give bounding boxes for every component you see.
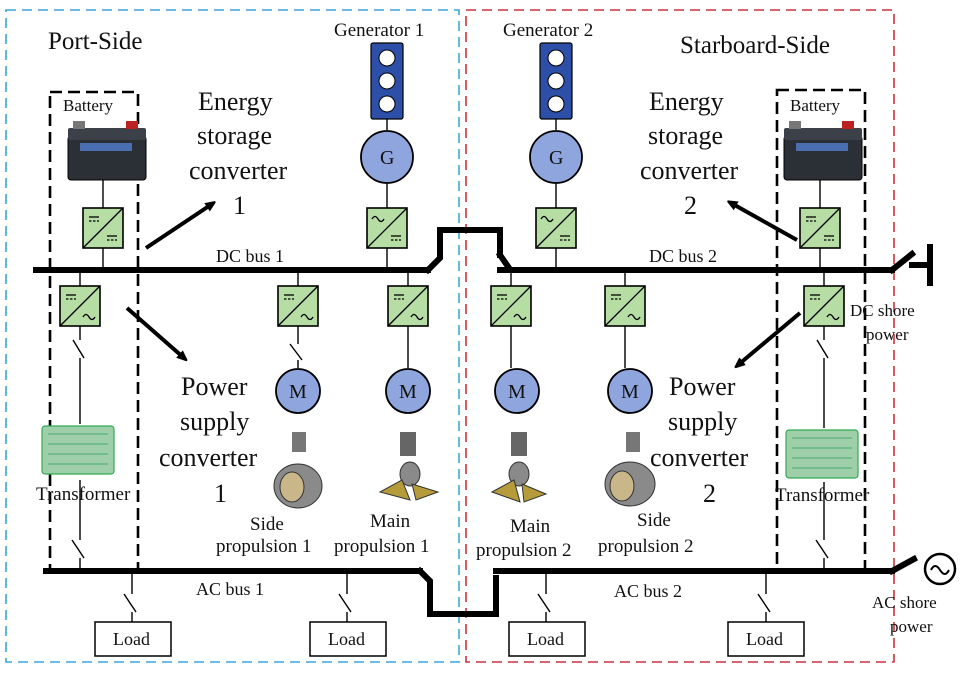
energy-storage-label-1: Energy storage converter 1: [189, 87, 288, 220]
side-propulsion-2-converter: [604, 285, 646, 327]
right-transformer-branch: [815, 326, 829, 570]
main-propulsion-1-converter: [387, 285, 429, 327]
generator-1-stack: [370, 42, 404, 120]
load-box-2: [309, 621, 387, 657]
left-battery-icon: [67, 121, 147, 181]
right-transformer-icon: [785, 429, 859, 479]
svg-text:supply: supply: [180, 407, 249, 436]
load-label-4: Load: [746, 629, 783, 649]
energy-storage-label-2: Energy storage converter 2: [640, 87, 739, 220]
generator-2-stack: [539, 42, 573, 120]
energy-storage-arrow-2: [731, 203, 798, 242]
svg-text:2: 2: [684, 191, 697, 220]
svg-text:supply: supply: [668, 407, 737, 436]
left-battery-group: [48, 90, 140, 572]
ac-bus-tie: [415, 566, 499, 617]
svg-text:storage: storage: [648, 121, 723, 150]
energy-storage-converter-1: [82, 207, 124, 249]
port-side-label: Port-Side: [48, 28, 142, 55]
svg-text:converter: converter: [650, 443, 749, 472]
svg-text:Energy: Energy: [649, 87, 724, 116]
load-label-1: Load: [113, 629, 150, 649]
port-side-border: [5, 9, 460, 663]
power-supply-converter-2: [803, 285, 845, 327]
power-supply-label-2: Power supply converter 2: [650, 372, 749, 508]
main-propulsion-2-label-2: propulsion 2: [476, 540, 572, 561]
motor-symbol: M: [289, 381, 307, 403]
generator-1-symbol: G: [380, 147, 394, 169]
load-box-1: [94, 621, 172, 657]
ac-bus-2-label: AC bus 2: [614, 581, 682, 601]
load-label-3: Load: [527, 629, 564, 649]
main-propulsion-1-label-2: propulsion 1: [334, 536, 430, 557]
main-propulsion-1-motor: [385, 368, 431, 414]
left-battery-label: Battery: [63, 96, 114, 115]
load-label-2: Load: [328, 629, 365, 649]
ac-shore-label-1: AC shore: [872, 593, 937, 612]
svg-text:1: 1: [214, 479, 227, 508]
power-supply-label-1: Power supply converter 1: [159, 372, 258, 508]
power-supply-arrow-2: [738, 311, 802, 365]
svg-text:converter: converter: [159, 443, 258, 472]
motor-symbol: M: [399, 381, 417, 403]
left-transformer-branch: [71, 326, 85, 570]
side-thruster-2-icon: [604, 432, 656, 507]
side-propulsion-2-label-1: Side: [637, 510, 671, 531]
generator-1-converter: [366, 207, 408, 249]
main-propulsion-2-motor: [494, 368, 540, 414]
side-propulsion-2-label-2: propulsion 2: [598, 536, 694, 557]
right-battery-label: Battery: [790, 96, 841, 115]
dc-shore-label-2: power: [866, 325, 909, 344]
load-branches: [123, 571, 771, 622]
starboard-side-border: [465, 9, 895, 663]
svg-text:1: 1: [233, 191, 246, 220]
motor-wires: [289, 326, 626, 368]
main-propulsion-2-converter: [490, 285, 532, 327]
motor-symbol: M: [508, 381, 526, 403]
lower-converter-wires: [79, 270, 825, 286]
svg-text:Power: Power: [669, 372, 736, 401]
right-battery-icon: [783, 121, 863, 181]
generator-2-label: Generator 2: [503, 20, 593, 41]
starboard-side-label: Starboard-Side: [680, 32, 830, 59]
svg-text:Power: Power: [181, 372, 248, 401]
generator-1-label: Generator 1: [334, 20, 424, 41]
motor-symbol: M: [621, 381, 639, 403]
side-propulsion-1-label-1: Side: [250, 514, 284, 535]
svg-text:Energy: Energy: [198, 87, 273, 116]
main-thruster-2-icon: [490, 432, 548, 503]
svg-text:converter: converter: [640, 156, 739, 185]
svg-text:2: 2: [703, 479, 716, 508]
power-supply-arrow-1: [125, 306, 184, 358]
right-transformer-label: Transformer: [775, 485, 870, 506]
dc-bus-tie: [423, 227, 503, 275]
side-thruster-1-icon: [273, 432, 323, 509]
load-box-3: [508, 621, 586, 657]
generator-2-converter: [535, 207, 577, 249]
ac-bus-1-label: AC bus 1: [196, 579, 264, 599]
main-thruster-1-icon: [378, 432, 440, 501]
left-transformer-label: Transformer: [36, 484, 131, 505]
main-propulsion-2-label-1: Main: [510, 516, 551, 537]
dc-shore-label-1: DC shore: [850, 301, 915, 320]
energy-storage-arrow-1: [144, 204, 212, 250]
svg-text:converter: converter: [189, 156, 288, 185]
side-propulsion-2-motor: [607, 368, 653, 414]
svg-text:storage: storage: [197, 121, 272, 150]
generator-2-symbol: G: [549, 147, 563, 169]
load-box-4: [727, 621, 805, 657]
main-propulsion-1-label-1: Main: [370, 511, 411, 532]
energy-storage-converter-2: [799, 207, 841, 249]
side-propulsion-1-motor: [275, 368, 321, 414]
dc-bus-1-label: DC bus 1: [216, 246, 284, 266]
ac-shore-label-2: power: [890, 617, 933, 636]
power-supply-converter-1: [59, 285, 101, 327]
dc-bus-2-label: DC bus 2: [649, 246, 717, 266]
side-propulsion-1-label-2: propulsion 1: [216, 536, 312, 557]
side-propulsion-1-converter: [277, 285, 319, 327]
left-transformer-icon: [41, 425, 115, 475]
